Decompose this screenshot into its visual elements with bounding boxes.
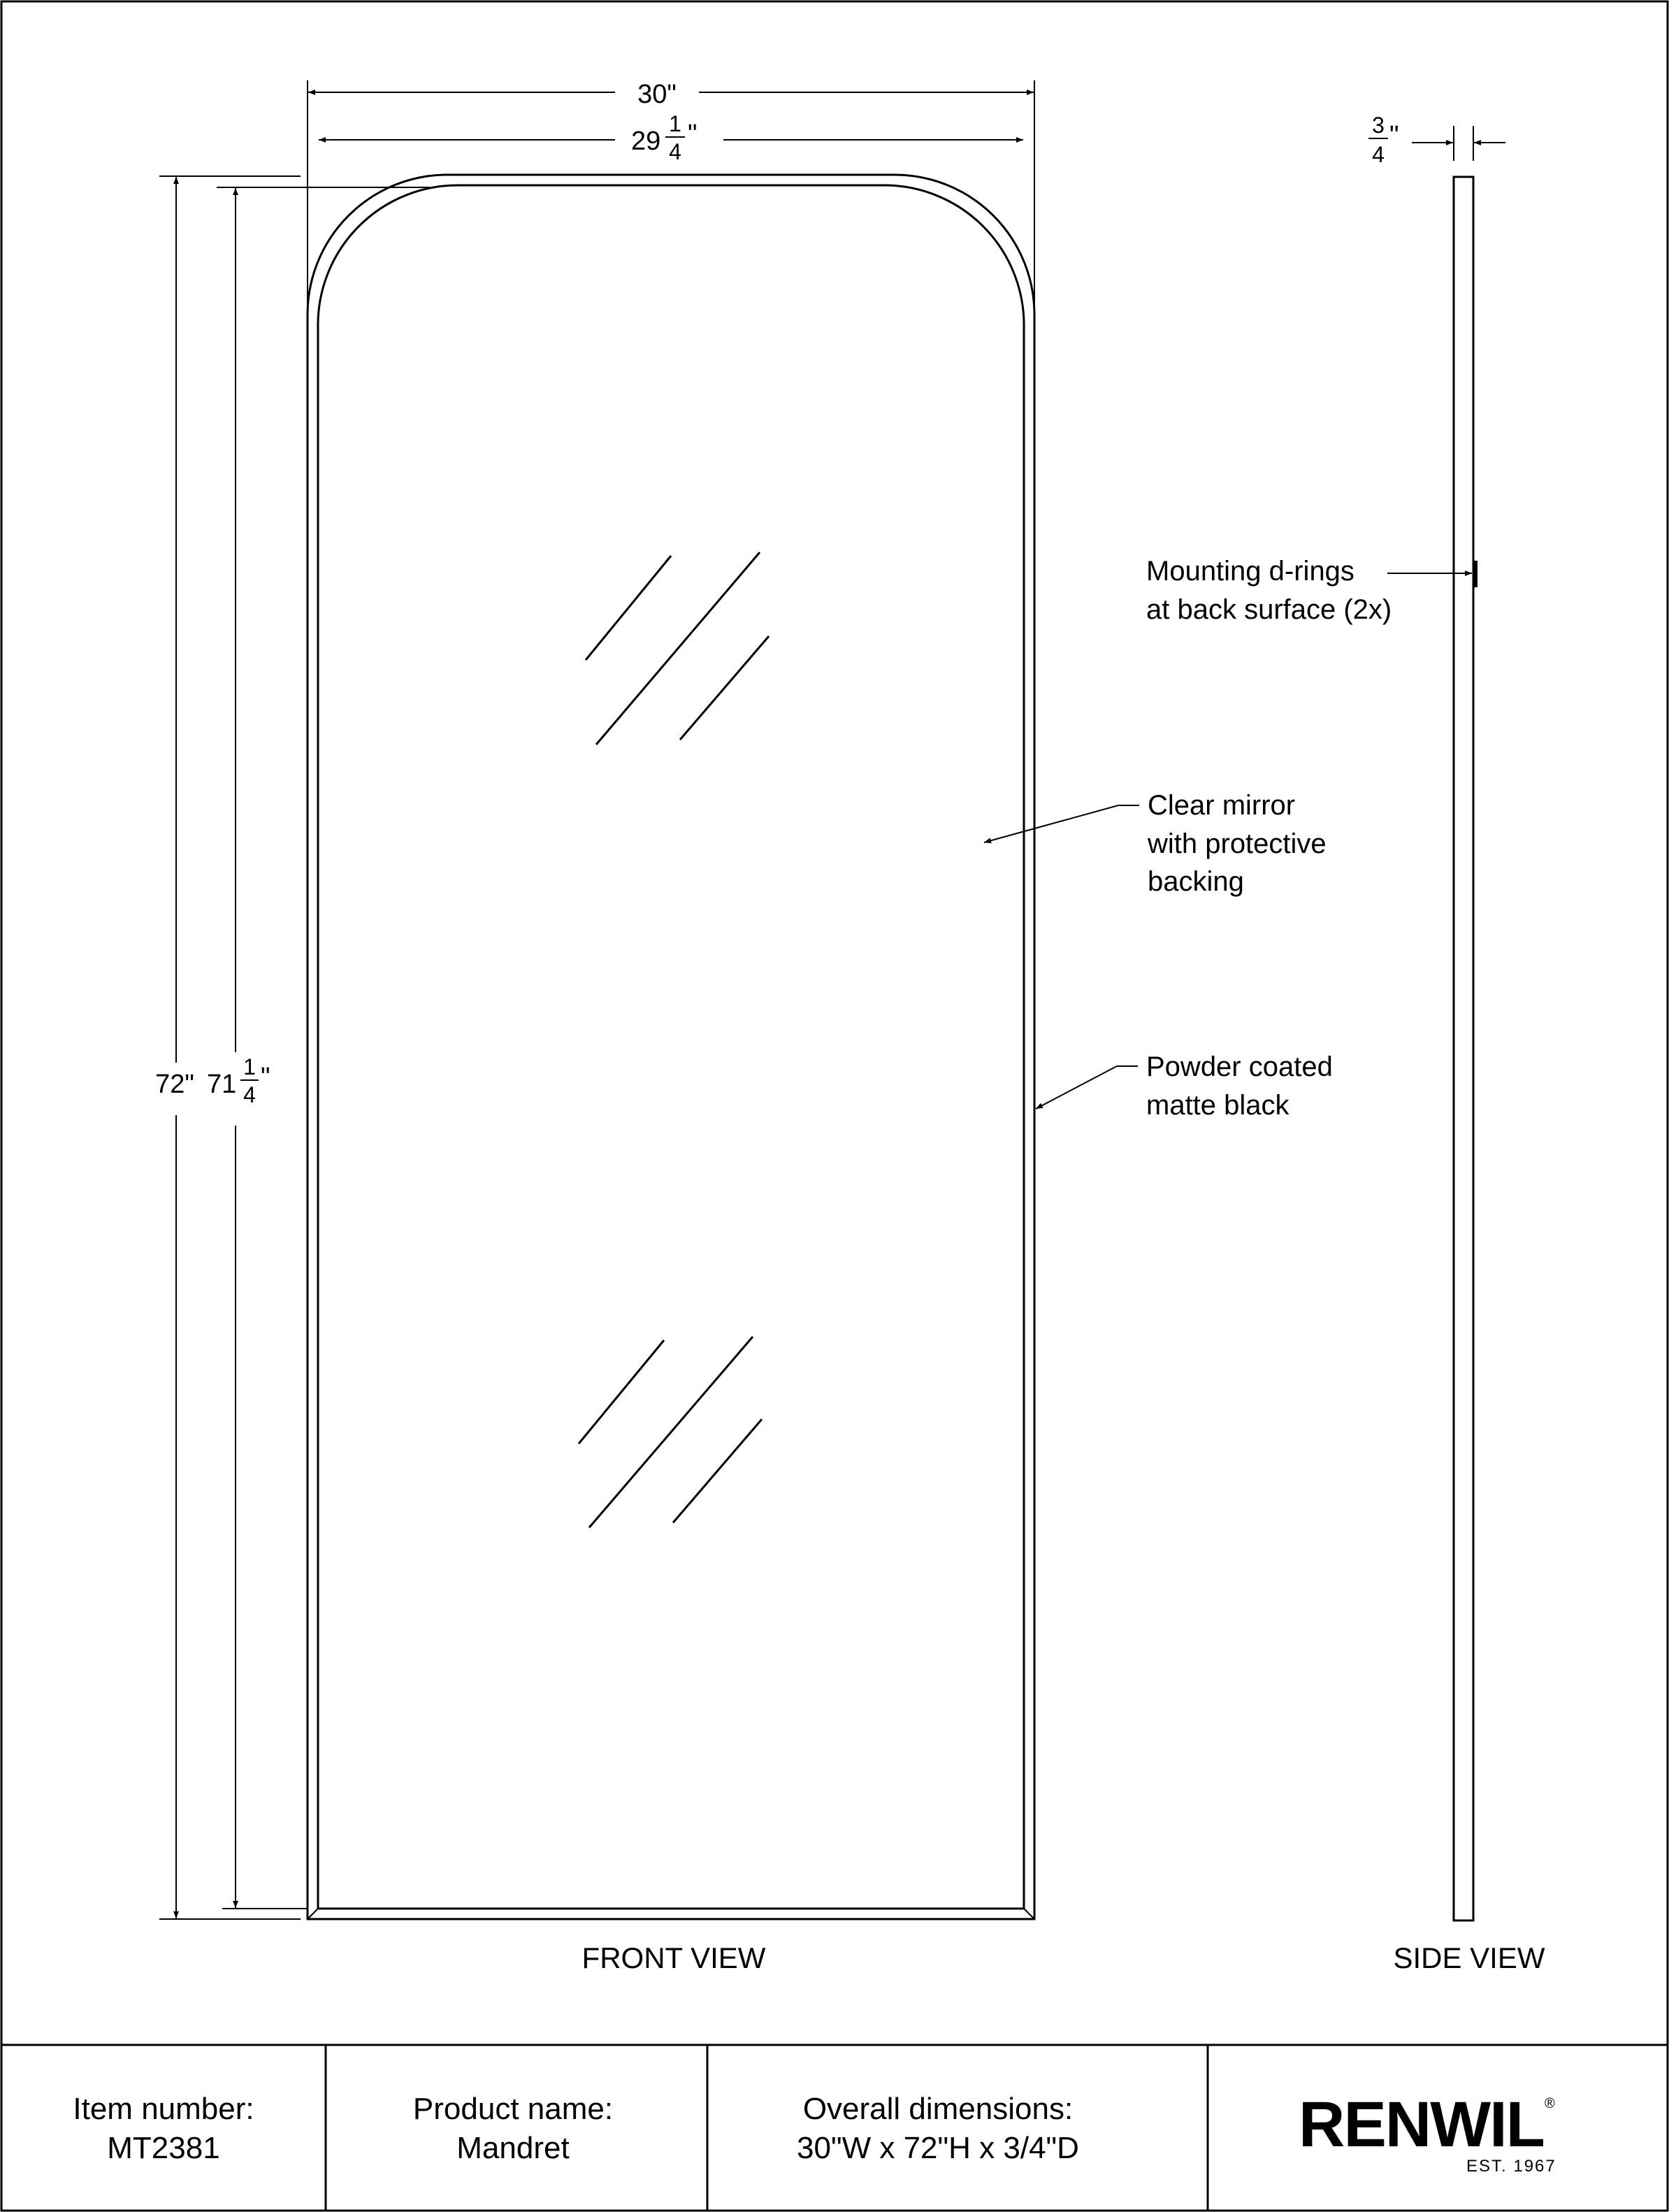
overall-width-dimension: 30" bbox=[307, 80, 1035, 311]
item-number-label: Item number: bbox=[73, 2092, 254, 2126]
height-dimensions: 72" 71 1 4 " bbox=[155, 175, 430, 1920]
brand-tagline: EST. 1967 bbox=[1466, 2157, 1556, 2176]
mirror-callout-line-3: backing bbox=[1148, 866, 1244, 897]
finish-callout-line-2: matte black bbox=[1146, 1090, 1290, 1121]
mirror-callout-line-2: with protective bbox=[1147, 828, 1327, 859]
depth-denominator: 4 bbox=[1372, 142, 1385, 167]
mounting-callout-line-2: at back surface (2x) bbox=[1146, 594, 1392, 625]
mirror-inner-outline bbox=[317, 184, 1025, 1910]
mirror-reflection-lines bbox=[577, 552, 770, 1528]
d-ring-marker bbox=[1473, 561, 1477, 587]
inner-height-whole: 71 bbox=[207, 1070, 236, 1099]
mounting-callout: Mounting d-rings at back surface (2x) bbox=[1146, 556, 1472, 625]
brand-registered-mark: ® bbox=[1545, 2096, 1555, 2111]
side-view-label: SIDE VIEW bbox=[1393, 1941, 1545, 1974]
finish-callout: Powder coated matte black bbox=[1035, 1051, 1333, 1121]
depth-numerator: 3 bbox=[1372, 113, 1385, 138]
inner-width-dimension: 29 1 4 " bbox=[319, 111, 1023, 164]
brand-name: RENWIL bbox=[1299, 2089, 1544, 2160]
inner-width-denominator: 4 bbox=[669, 139, 681, 164]
depth-inch-mark: " bbox=[1389, 121, 1399, 150]
mounting-callout-line-1: Mounting d-rings bbox=[1146, 556, 1354, 587]
mirror-callout-line-1: Clear mirror bbox=[1148, 790, 1295, 821]
overall-dimensions-label: Overall dimensions: bbox=[803, 2092, 1073, 2126]
inner-width-numerator: 1 bbox=[669, 111, 681, 136]
item-number-value: MT2381 bbox=[107, 2131, 219, 2165]
product-name-label: Product name: bbox=[413, 2092, 613, 2126]
finish-callout-line-1: Powder coated bbox=[1146, 1051, 1333, 1082]
brand-logo: RENWIL ® EST. 1967 bbox=[1299, 2089, 1556, 2176]
product-name-value: Mandret bbox=[456, 2131, 569, 2165]
mirror-callout: Clear mirror with protective backing bbox=[983, 790, 1327, 897]
front-view-label: FRONT VIEW bbox=[582, 1941, 766, 1974]
side-view: 3 4 " bbox=[1368, 113, 1505, 1922]
inner-width-whole: 29 bbox=[631, 127, 660, 156]
inner-height-numerator: 1 bbox=[243, 1054, 256, 1079]
side-profile bbox=[1452, 175, 1475, 1922]
inner-height-denominator: 4 bbox=[243, 1082, 256, 1107]
front-view bbox=[306, 173, 1036, 1920]
overall-height-label: 72" bbox=[155, 1070, 194, 1099]
inner-width-inch-mark: " bbox=[688, 120, 698, 149]
overall-dimensions-value: 30"W x 72"H x 3/4"D bbox=[797, 2131, 1079, 2165]
frame-outer-outline bbox=[306, 173, 1036, 1920]
inner-height-inch-mark: " bbox=[261, 1063, 270, 1092]
title-block: Item number: MT2381 Product name: Mandre… bbox=[1, 2044, 1668, 2211]
overall-width-label: 30" bbox=[637, 80, 677, 109]
